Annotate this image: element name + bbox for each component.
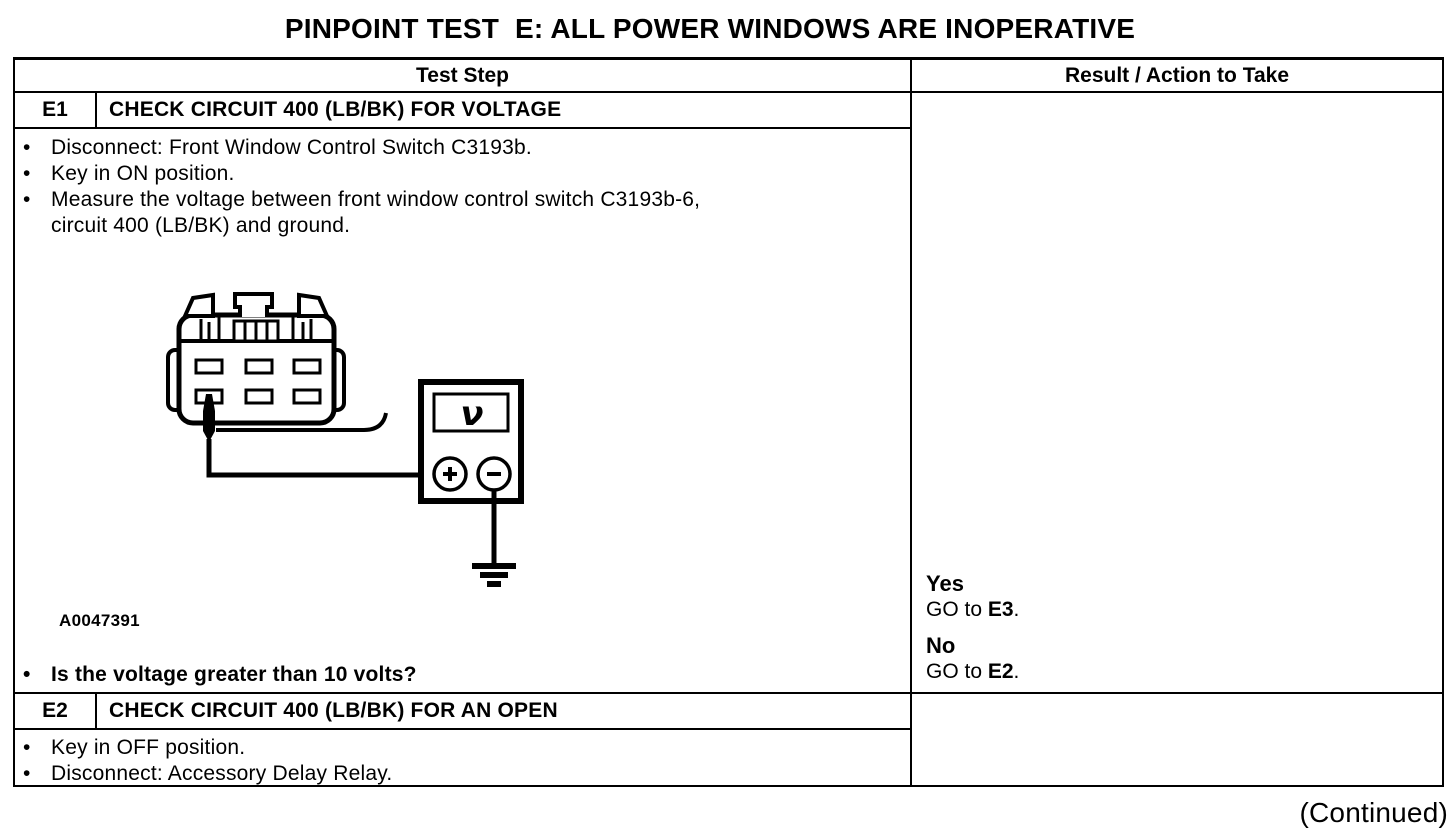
test-probe-icon: [203, 394, 215, 442]
test-step-block-e1: E1 CHECK CIRCUIT 400 (LB/BK) FOR VOLTAGE…: [15, 93, 1442, 694]
result-action: GO to E2.: [926, 659, 1438, 684]
e2-test-step-column: E2 CHECK CIRCUIT 400 (LB/BK) FOR AN OPEN…: [15, 694, 912, 785]
bullet-icon: •: [23, 188, 31, 211]
result-answer: Yes: [926, 571, 964, 596]
test-step-block-e2: E2 CHECK CIRCUIT 400 (LB/BK) FOR AN OPEN…: [15, 694, 1442, 785]
ground-symbol-icon: [472, 563, 516, 587]
e2-step-title: CHECK CIRCUIT 400 (LB/BK) FOR AN OPEN: [109, 699, 558, 722]
action-target-step: E3: [987, 598, 1014, 621]
table-header-row: Test Step Result / Action to Take: [15, 60, 1442, 93]
terminal-cavity: [244, 358, 274, 375]
e1-results: Yes GO to E3. No GO to E2.: [912, 93, 1442, 692]
connector-right-shoulder: [297, 292, 331, 318]
voltmeter-display: [432, 392, 510, 433]
connector-left-slots: [199, 317, 221, 339]
e2-result-column: [912, 694, 1442, 785]
pinpoint-test-table: Test Step Result / Action to Take E1 CHE…: [13, 57, 1444, 787]
e1-step-id: E1: [15, 93, 97, 127]
bullet-text: Key in OFF position.: [51, 736, 246, 759]
column-header-result: Result / Action to Take: [1064, 63, 1290, 87]
result-no: No GO to E2.: [926, 633, 1438, 684]
page-title: PINPOINT TEST E: ALL POWER WINDOWS ARE I…: [284, 13, 1136, 44]
list-item: • Disconnect: Front Window Control Switc…: [15, 135, 910, 161]
continued-note: (Continued): [1299, 797, 1448, 828]
e1-step-title: CHECK CIRCUIT 400 (LB/BK) FOR VOLTAGE: [109, 98, 562, 121]
e1-test-step-column: E1 CHECK CIRCUIT 400 (LB/BK) FOR VOLTAGE…: [15, 93, 912, 692]
connector-latch-tab: [233, 292, 274, 317]
volts-symbol: ν: [460, 394, 483, 434]
connector-right-slots: [291, 317, 313, 339]
action-suffix: .: [1013, 598, 1020, 621]
test-lead-wire: [206, 439, 435, 478]
plus-sign: [443, 467, 457, 481]
action-target-step: E2: [987, 660, 1014, 683]
figure-number: A0047391: [59, 611, 140, 630]
action-suffix: .: [1013, 660, 1020, 683]
bullet-icon: •: [23, 663, 31, 686]
connector-center-slot-dividers: [243, 321, 269, 341]
e1-step-header: E1 CHECK CIRCUIT 400 (LB/BK) FOR VOLTAGE: [15, 93, 910, 129]
result-yes: Yes GO to E3.: [926, 571, 1438, 622]
e1-result-column: Yes GO to E3. No GO to E2.: [912, 93, 1442, 692]
bullet-text: Disconnect: Accessory Delay Relay.: [51, 762, 393, 785]
bullet-icon: •: [23, 162, 31, 185]
column-header-test-step: Test Step: [15, 60, 912, 91]
connector-voltmeter-diagram: ν: [166, 292, 524, 587]
bullet-text: Disconnect: Front Window Control Switch …: [51, 136, 532, 159]
bullet-icon: •: [23, 762, 31, 785]
bullet-text: Key in ON position.: [51, 162, 235, 185]
terminal-cavity: [292, 358, 322, 375]
terminal-cavity: [194, 358, 224, 375]
terminal-cavity: [292, 388, 322, 405]
result-action: GO to E3.: [926, 597, 1438, 622]
e2-step-id: E2: [15, 694, 97, 728]
question-text: Is the voltage greater than 10 volts?: [51, 663, 417, 686]
e2-step-detail: • Key in OFF position. • Disconnect: Acc…: [15, 730, 910, 785]
list-item: • Key in OFF position.: [15, 735, 910, 761]
connector-left-shoulder: [181, 292, 215, 318]
list-item: • Disconnect: Accessory Delay Relay.: [15, 761, 910, 787]
bullet-icon: •: [23, 136, 31, 159]
connector-flange: [216, 412, 388, 432]
action-prefix: GO to: [926, 598, 988, 621]
e1-step-detail: • Disconnect: Front Window Control Switc…: [15, 129, 910, 692]
bullet-text: Measure the voltage between front window…: [51, 188, 701, 237]
terminal-cavity: [244, 388, 274, 405]
e2-step-header: E2 CHECK CIRCUIT 400 (LB/BK) FOR AN OPEN: [15, 694, 910, 730]
result-answer: No: [926, 633, 956, 658]
action-prefix: GO to: [926, 660, 988, 683]
list-item: • Key in ON position.: [15, 161, 910, 187]
bullet-icon: •: [23, 736, 31, 759]
list-item: • Measure the voltage between front wind…: [15, 187, 910, 239]
question-item: • Is the voltage greater than 10 volts?: [15, 662, 910, 688]
